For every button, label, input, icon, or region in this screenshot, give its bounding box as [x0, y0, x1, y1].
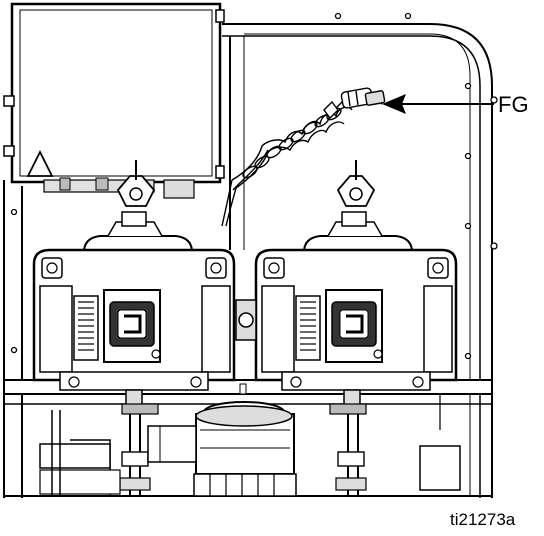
pump-motor-left	[32, 160, 236, 496]
callout-label-fg: FG	[498, 92, 529, 117]
control-box	[3, 2, 225, 199]
lower-assembly	[39, 394, 461, 497]
frame-holes	[10, 12, 498, 360]
warning-icon	[26, 149, 54, 177]
pump-motor-right	[254, 160, 458, 496]
air-fitting	[323, 87, 386, 120]
callout-arrow-fg	[382, 94, 494, 114]
coiled-air-hose	[221, 106, 353, 227]
center-manifold	[235, 299, 257, 395]
figure-id-label: ti21273a	[450, 510, 516, 529]
